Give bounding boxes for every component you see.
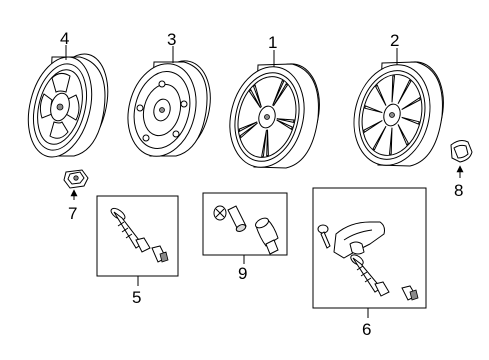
callout-6: 6 — [362, 320, 371, 339]
wheel-spoke — [266, 129, 269, 157]
wheel-part-1 — [229, 63, 320, 169]
callout-1: 1 — [268, 33, 277, 52]
wheel-spoke — [253, 84, 262, 108]
wheel-spoke — [363, 120, 383, 134]
wheel-spoke — [388, 127, 393, 155]
callout-5: 5 — [132, 288, 141, 307]
wheel-spoke — [397, 79, 412, 105]
wheel-spoke — [261, 129, 267, 157]
box-part-6 — [312, 187, 427, 309]
wheel-spoke — [272, 83, 289, 107]
wheel-spoke — [364, 105, 383, 114]
wheel-spoke — [238, 121, 258, 133]
wheel-spoke — [397, 124, 409, 146]
wheel-part-2 — [353, 61, 444, 167]
callout-7: 7 — [68, 204, 77, 223]
valve-stem-part-5 — [110, 207, 169, 263]
wheel-spoke — [401, 116, 420, 125]
wheel-spoke — [272, 79, 285, 106]
callout-2: 2 — [390, 31, 399, 50]
valve-cap-part-9 — [213, 205, 279, 255]
wheel-spoke — [375, 84, 387, 106]
lug-nut-part-7 — [63, 169, 89, 189]
callout-4: 4 — [60, 29, 69, 48]
tpms-sensor-part-6 — [317, 221, 419, 301]
callout-9: 9 — [238, 264, 247, 283]
wheel-spoke — [248, 88, 262, 109]
callout-8: 8 — [454, 181, 463, 200]
wheel-spoke — [276, 119, 293, 131]
wheel-spoke — [239, 122, 258, 139]
wheel-part-3 — [127, 60, 211, 157]
center-cap-part-8 — [450, 140, 473, 163]
wheel-spoke — [372, 125, 387, 151]
wheel-part-4 — [27, 53, 109, 158]
box-part-5 — [96, 195, 179, 277]
wheel-spoke — [276, 118, 295, 123]
callout-3: 3 — [167, 30, 176, 49]
wheel-spoke — [401, 96, 421, 110]
wheel-spoke — [391, 75, 396, 103]
box-part-9 — [202, 192, 288, 256]
